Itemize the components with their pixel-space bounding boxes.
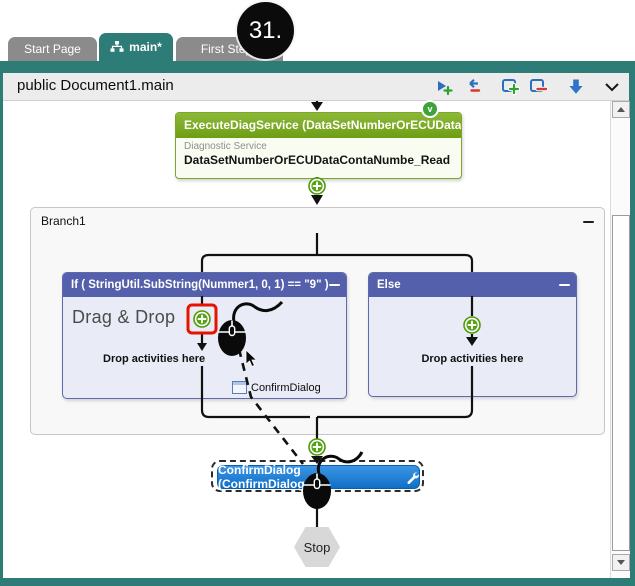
- remove-connection-icon[interactable]: [462, 77, 481, 96]
- else-branch-box[interactable]: Else Drop activities here: [368, 272, 577, 397]
- wrench-icon: [406, 471, 419, 484]
- collapse-else-button[interactable]: [556, 277, 572, 293]
- else-header[interactable]: Else: [369, 273, 576, 297]
- execute-diag-service-activity[interactable]: ExecuteDiagService (DataSetNumberOrECUDa…: [175, 112, 462, 179]
- activity-header[interactable]: ExecuteDiagService (DataSetNumberOrECUDa…: [176, 113, 461, 138]
- branch-title: Branch1: [41, 214, 86, 228]
- editor-toolbar: [434, 77, 621, 96]
- step-number-badge: 31.: [237, 2, 294, 59]
- tab-start-page[interactable]: Start Page: [8, 37, 97, 61]
- collapse-if-button[interactable]: [326, 277, 342, 293]
- remove-frame-icon[interactable]: [529, 77, 548, 96]
- vertical-scrollbar[interactable]: [610, 101, 630, 578]
- drop-hint-text: Drop activities here: [103, 353, 206, 365]
- tab-main[interactable]: main*: [99, 33, 173, 61]
- activity-value: DataSetNumberOrECUDataContaNumbe_Read: [184, 153, 451, 167]
- navigate-down-icon[interactable]: [566, 77, 585, 96]
- drag-drop-label: Drag & Drop: [72, 307, 176, 327]
- minus-icon: [328, 283, 340, 287]
- tab-label: main*: [129, 40, 162, 54]
- procedure-title: public Document1.main: [17, 77, 174, 94]
- activity-category: Diagnostic Service: [184, 141, 267, 152]
- triangle-down-icon: [617, 560, 625, 565]
- if-branch-box[interactable]: If ( StringUtil.SubString(Nummer1, 0, 1)…: [62, 272, 347, 399]
- drop-hint-text: Drop activities here: [421, 353, 524, 365]
- add-frame-icon[interactable]: [501, 77, 520, 96]
- minus-icon: [558, 283, 570, 287]
- sitemap-icon: [110, 41, 124, 53]
- collapse-branch-button[interactable]: [580, 214, 596, 230]
- dragged-item-label: ConfirmDialog: [251, 381, 321, 394]
- scroll-up-button[interactable]: [612, 101, 630, 118]
- if-condition-header[interactable]: If ( StringUtil.SubString(Nummer1, 0, 1)…: [63, 273, 346, 297]
- minus-icon: [582, 220, 594, 224]
- triangle-up-icon: [617, 107, 625, 112]
- selection-outline: ConfirmDialog (ConfirmDialog1): [211, 460, 424, 492]
- activity-label: ConfirmDialog (ConfirmDialog1): [218, 463, 316, 491]
- tab-label: Start Page: [24, 42, 81, 56]
- dragged-confirm-dialog-item[interactable]: ConfirmDialog: [232, 381, 321, 394]
- procedure-title-bar: public Document1.main: [3, 73, 629, 101]
- confirm-dialog-activity[interactable]: ConfirmDialog (ConfirmDialog1): [217, 463, 420, 491]
- scroll-down-button[interactable]: [612, 554, 630, 571]
- scrollbar-thumb[interactable]: [612, 215, 630, 551]
- add-connection-icon[interactable]: [434, 77, 453, 96]
- stop-label: Stop: [303, 539, 331, 555]
- chevron-down-icon[interactable]: [602, 77, 621, 96]
- validity-badge: v: [421, 100, 439, 118]
- stop-node[interactable]: Stop: [294, 527, 340, 567]
- dialog-window-icon: [232, 381, 247, 394]
